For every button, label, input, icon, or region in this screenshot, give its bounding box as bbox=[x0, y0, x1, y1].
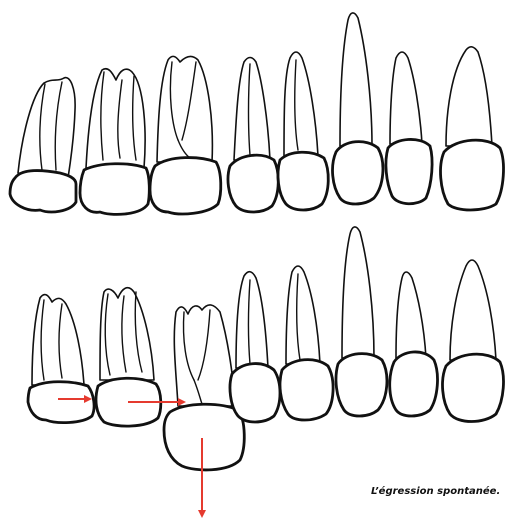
upper-incisor-2 bbox=[441, 47, 504, 210]
lower-molar-2 bbox=[96, 288, 161, 426]
upper-molar-3 bbox=[150, 56, 221, 214]
upper-incisor-1 bbox=[386, 52, 432, 204]
upper-canine bbox=[333, 13, 383, 204]
figure-caption: L’égression spontanée. bbox=[371, 486, 513, 497]
lower-incisor-1 bbox=[390, 272, 438, 416]
lower-premolar-1 bbox=[230, 272, 280, 422]
lower-molar-1 bbox=[28, 295, 94, 423]
upper-premolar-2 bbox=[278, 52, 328, 210]
upper-molar-1 bbox=[10, 78, 76, 212]
lower-row bbox=[28, 227, 503, 470]
upper-premolar-1 bbox=[228, 58, 278, 213]
upper-row bbox=[10, 13, 503, 214]
lower-incisor-2 bbox=[443, 260, 504, 422]
upper-molar-2 bbox=[80, 69, 149, 215]
lower-premolar-2 bbox=[280, 266, 333, 420]
lower-canine bbox=[336, 227, 387, 416]
